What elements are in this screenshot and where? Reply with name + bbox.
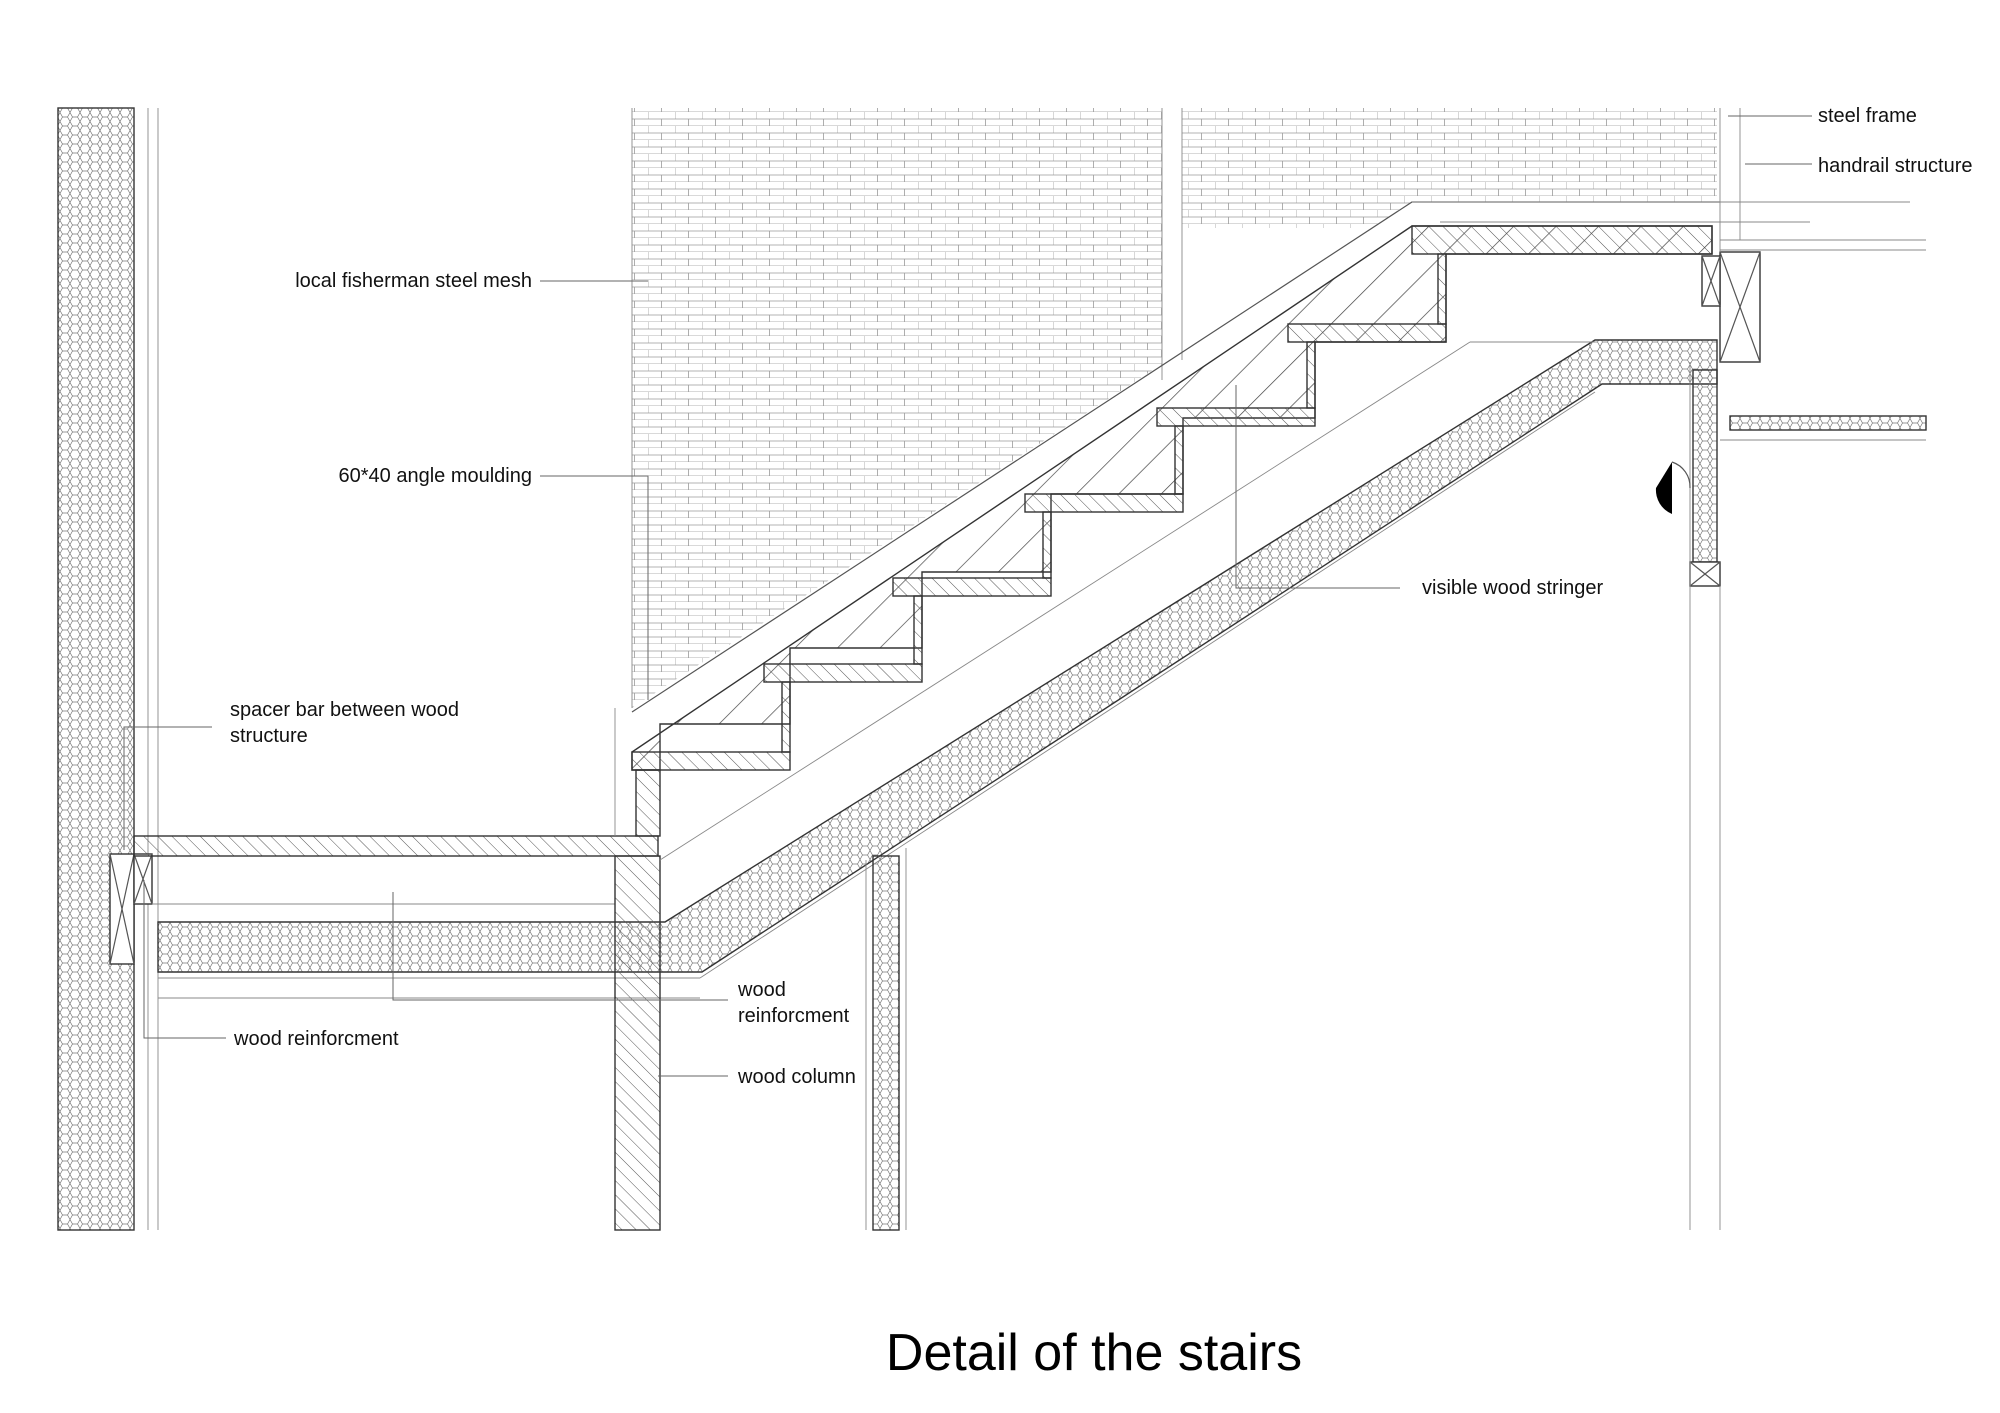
right-column-insulation [1692, 369, 1718, 563]
riser-6 [1437, 253, 1447, 325]
landing [133, 339, 1718, 999]
left-wall-insulation [57, 107, 135, 1231]
leader-lines [123, 115, 1812, 1077]
label-wood-reinforcement-left: wood reinforcment [233, 1028, 399, 1050]
label-spacer-bar-line1: spacer bar between wood [230, 699, 459, 721]
label-handrail-structure: handrail structure [1818, 155, 1973, 177]
insulated-column [865, 848, 907, 1231]
wood-column-top [635, 769, 661, 837]
wood-column [614, 708, 661, 1231]
label-wood-reinforcement-mid-line1: wood [737, 979, 786, 1001]
right-structure [1412, 108, 1927, 1230]
tread-2 [763, 663, 923, 683]
wood-column-body [614, 855, 661, 1231]
tread-3 [892, 577, 1052, 597]
tread-4 [1024, 493, 1184, 513]
label-wood-reinforcement-mid-line2: reinforcment [738, 1005, 850, 1027]
floor-slab-right [1729, 415, 1927, 431]
tread-6 [1287, 323, 1447, 343]
handrail-section-symbol [1655, 462, 1672, 514]
left-wall [57, 107, 159, 1231]
riser-1 [781, 681, 791, 753]
landing-slab [133, 835, 659, 857]
tread-top [1411, 225, 1713, 255]
stairs [631, 201, 1720, 861]
riser-3 [1042, 511, 1052, 579]
label-steel-mesh: local fisherman steel mesh [295, 270, 532, 292]
label-angle-moulding: 60*40 angle moulding [339, 465, 533, 487]
insulated-column-body [872, 855, 900, 1231]
riser-4 [1174, 425, 1184, 495]
labels: steel frame handrail structure local fis… [230, 105, 1973, 1088]
label-wood-stringer: visible wood stringer [1422, 577, 1604, 599]
drawing-title: Detail of the stairs [886, 1324, 1302, 1382]
riser-5 [1306, 341, 1316, 409]
label-steel-frame: steel frame [1818, 105, 1917, 127]
riser-2 [913, 595, 923, 665]
label-wood-column: wood column [737, 1066, 856, 1088]
label-spacer-bar-line2: structure [230, 725, 308, 747]
tread-1 [631, 751, 791, 771]
